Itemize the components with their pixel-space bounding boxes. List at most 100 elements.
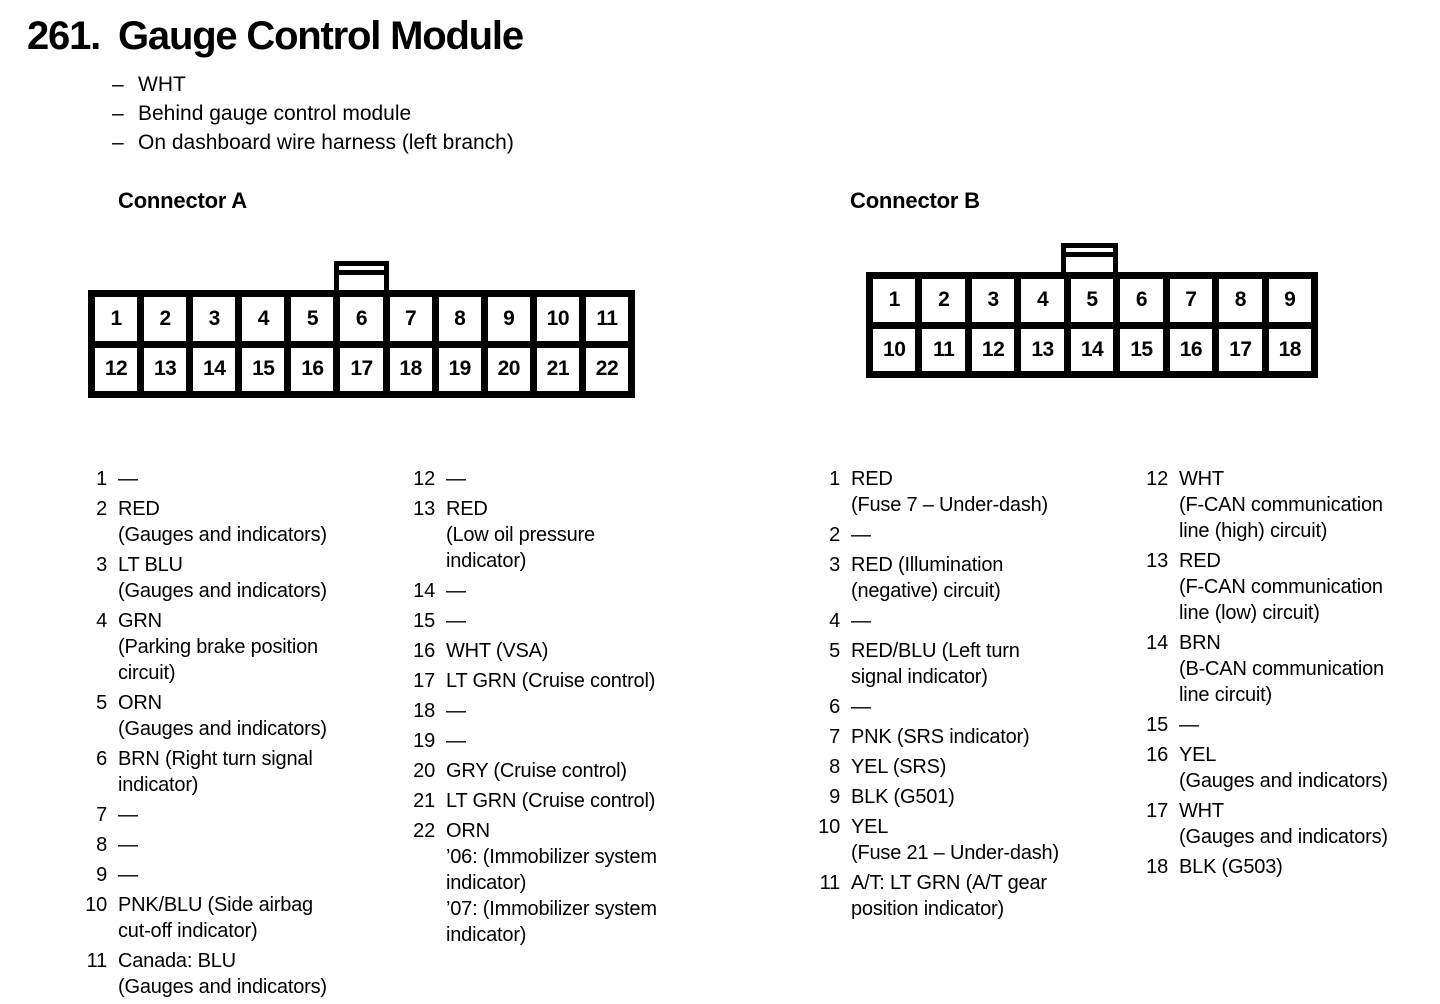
connector-pin-cell: 19 xyxy=(438,347,481,391)
pin-description: BRN (B-CAN communication line circuit) xyxy=(1179,632,1384,706)
note-text: On dashboard wire harness (left branch) xyxy=(138,131,514,154)
connector-pin-cell: 15 xyxy=(1120,328,1163,371)
connector-pin-cell: 10 xyxy=(873,328,916,371)
note-text: WHT xyxy=(138,73,186,96)
connector-pin-cell: 8 xyxy=(438,297,481,341)
pin-number: 8 xyxy=(96,834,107,856)
pin-entry: 19 — xyxy=(405,728,705,754)
pin-entry: 8— xyxy=(77,832,377,858)
connector-pin-cell: 2 xyxy=(922,279,965,322)
connector-pin-cell: 16 xyxy=(291,347,334,391)
connector-pin-cell: 17 xyxy=(340,347,383,391)
note-text: Behind gauge control module xyxy=(138,102,412,125)
pin-description: GRY (Cruise control) xyxy=(446,760,627,782)
pin-number: 15 xyxy=(413,610,435,632)
connector-pin-cell: 12 xyxy=(971,328,1015,371)
connector-pin-cell: 6 xyxy=(340,297,383,341)
pin-description: LT GRN (Cruise control) xyxy=(446,790,656,812)
pin-entry: 6— xyxy=(810,694,1110,720)
pin-number: 1 xyxy=(829,468,840,490)
pin-description: RED/BLU (Left turn signal indicator) xyxy=(851,640,1020,688)
section-number: 261. xyxy=(27,14,101,58)
pin-description: ORN ’06: (Immobilizer system indicator) … xyxy=(446,820,657,946)
pin-number: 20 xyxy=(413,760,435,782)
connector-pin-cell: 14 xyxy=(1070,328,1114,371)
connector-pin-cell: 1 xyxy=(95,297,138,341)
pin-description: BLK (G501) xyxy=(851,786,955,808)
pin-number: 7 xyxy=(829,726,840,748)
pin-entry: 7— xyxy=(77,802,377,828)
location-notes: – WHT – Behind gauge control module – On… xyxy=(112,70,514,157)
pin-description: BLK (G503) xyxy=(1179,856,1283,878)
pin-entry: 17 LT GRN (Cruise control) xyxy=(405,668,705,694)
pin-description: LT GRN (Cruise control) xyxy=(446,670,656,692)
pin-number: 5 xyxy=(829,640,840,662)
connector-pin-cell: 2 xyxy=(144,297,187,341)
pin-description: Canada: BLU (Gauges and indicators) xyxy=(118,950,327,998)
connector-pin-cell: 14 xyxy=(193,347,236,391)
pin-entry: 15— xyxy=(405,608,705,634)
pin-description: — xyxy=(851,696,871,718)
pin-description: — xyxy=(851,610,871,632)
pin-description: — xyxy=(851,524,871,546)
connector-pin-cell: 15 xyxy=(242,347,285,391)
pin-description: — xyxy=(118,834,138,856)
connector-pin-cell: 12 xyxy=(95,347,138,391)
pin-number: 14 xyxy=(413,580,435,602)
pin-number: 5 xyxy=(96,692,107,714)
pin-number: 15 xyxy=(1146,714,1168,736)
pin-number: 6 xyxy=(829,696,840,718)
connector-pin-cell: 20 xyxy=(487,347,530,391)
pin-entry: 2— xyxy=(810,522,1110,548)
pin-number: 19 xyxy=(413,730,435,752)
connector-pin-cell: 4 xyxy=(1021,279,1064,322)
pin-entry: 20 GRY (Cruise control) xyxy=(405,758,705,784)
pin-description: YEL (SRS) xyxy=(851,756,947,778)
connector-pin-cell: 10 xyxy=(536,297,579,341)
pin-number: 9 xyxy=(96,864,107,886)
note-dash: – xyxy=(112,73,124,96)
pin-description: YEL (Gauges and indicators) xyxy=(1179,744,1388,792)
pin-description: PNK/BLU (Side airbag cut-off indicator) xyxy=(118,894,313,942)
pin-description: GRN (Parking brake position circuit) xyxy=(118,610,318,684)
pin-description: — xyxy=(118,804,138,826)
pin-description: WHT (VSA) xyxy=(446,640,549,662)
connector-pin-cell: 7 xyxy=(1169,279,1213,322)
note-item: – WHT xyxy=(112,70,514,99)
pin-entry: 12— xyxy=(405,466,705,492)
pin-number: 17 xyxy=(413,670,435,692)
connector-pin-cell: 9 xyxy=(487,297,530,341)
pin-number: 21 xyxy=(413,790,435,812)
pin-number: 12 xyxy=(1146,468,1168,490)
tab-line xyxy=(339,270,384,275)
connector-pin-cell: 3 xyxy=(971,279,1015,322)
pin-description: ORN (Gauges and indicators) xyxy=(118,692,327,740)
section-title: Gauge Control Module xyxy=(118,14,524,58)
pin-number: 17 xyxy=(1146,800,1168,822)
pin-entry: 5 ORN (Gauges and indicators) xyxy=(77,690,377,742)
pin-description: — xyxy=(446,580,466,602)
pin-description: — xyxy=(446,730,466,752)
pin-entry: 5 RED/BLU (Left turn signal indicator) xyxy=(810,638,1110,690)
note-dash: – xyxy=(112,131,124,154)
note-item: – Behind gauge control module xyxy=(112,99,514,128)
pin-description: — xyxy=(118,864,138,886)
pin-entry: 4 GRN (Parking brake position circuit) xyxy=(77,608,377,686)
connector-b-heading: Connector B xyxy=(850,188,980,213)
pin-number: 4 xyxy=(96,610,107,632)
pin-number: 12 xyxy=(413,468,435,490)
